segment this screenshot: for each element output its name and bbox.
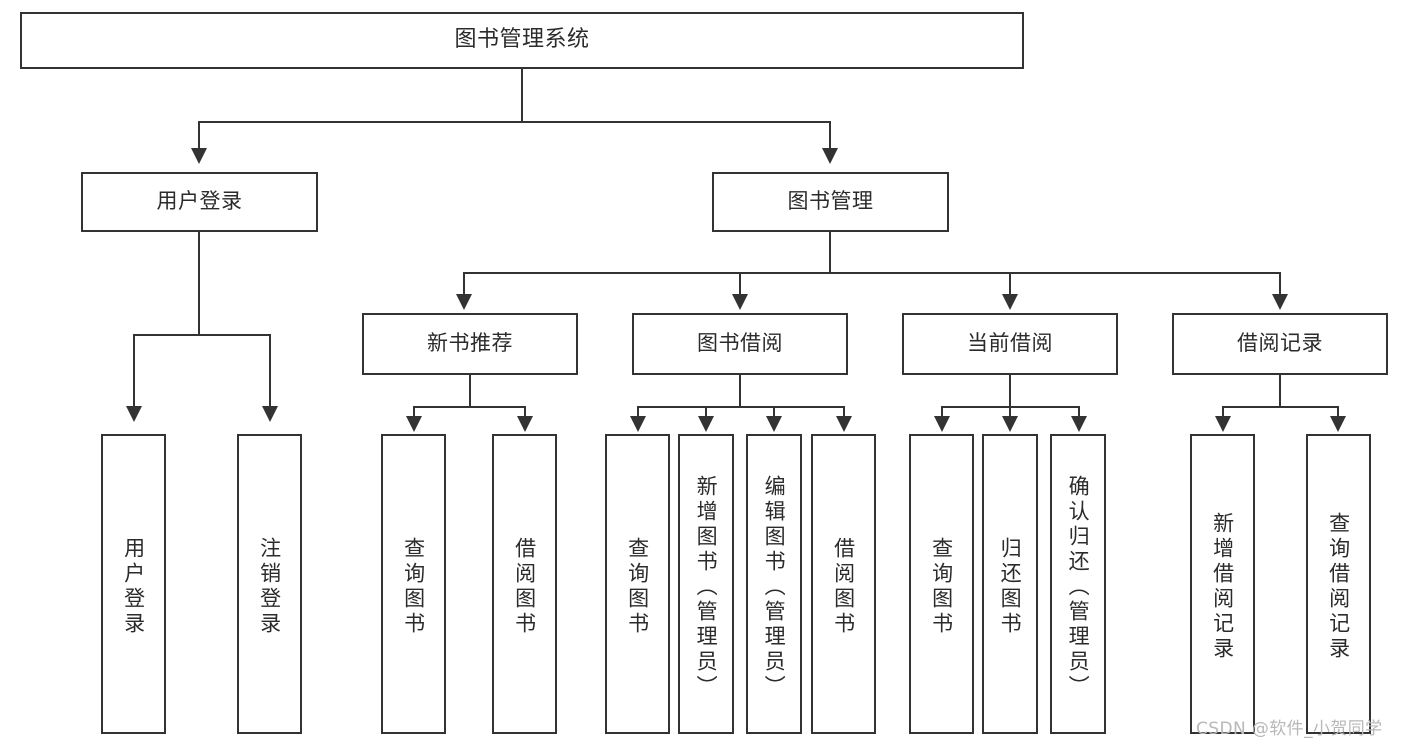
connector-level3-drop-4 <box>1279 272 1281 296</box>
arrowhead-to-edit-book <box>766 416 782 432</box>
connector-borrow-record-bus <box>1222 406 1339 408</box>
leaf-add-book-admin[interactable]: 新增图书（管理员） <box>678 434 734 734</box>
arrowhead-to-logout-leaf <box>262 406 278 422</box>
connector-new-book-drop-2 <box>524 406 526 418</box>
leaf-confirm-return-admin[interactable]: 确认归还（管理员） <box>1050 434 1106 734</box>
leaf-borrow-book-borrow[interactable]: 借阅图书 <box>811 434 876 734</box>
arrowhead-to-borrow-record <box>1272 294 1288 310</box>
connector-user-login-drop-1 <box>133 334 135 408</box>
connector-user-login-bus <box>133 334 271 336</box>
leaf-edit-book-admin[interactable]: 编辑图书（管理员） <box>746 434 802 734</box>
connector-level3-drop-1 <box>463 272 465 296</box>
node-root-book-management-system[interactable]: 图书管理系统 <box>20 12 1024 69</box>
connector-book-borrow-bus <box>637 406 845 408</box>
csdn-watermark: CSDN @软件_小贺同学 <box>1196 719 1383 739</box>
leaf-return-book[interactable]: 归还图书 <box>982 434 1038 734</box>
connector-current-borrow-drop-1 <box>941 406 943 418</box>
connector-root-drop-book <box>829 121 831 151</box>
leaf-add-borrow-record[interactable]: 新增借阅记录 <box>1190 434 1255 734</box>
leaf-query-book-borrow[interactable]: 查询图书 <box>605 434 670 734</box>
connector-current-borrow-stem <box>1009 375 1011 408</box>
arrowhead-to-current-borrow <box>1002 294 1018 310</box>
connector-level3-drop-2 <box>739 272 741 296</box>
connector-level3-bus <box>463 272 1280 274</box>
node-borrow-record[interactable]: 借阅记录 <box>1172 313 1388 375</box>
arrowhead-to-query-borrow-record <box>1330 416 1346 432</box>
connector-user-login-stem <box>198 232 200 336</box>
arrowhead-to-add-book <box>698 416 714 432</box>
connector-root-drop-user <box>198 121 200 151</box>
arrowhead-to-query-book-bb <box>630 416 646 432</box>
connector-user-login-drop-2 <box>269 334 271 408</box>
connector-new-book-stem <box>469 375 471 408</box>
connector-root-bus <box>198 121 831 123</box>
connector-borrow-record-stem <box>1279 375 1281 408</box>
arrowhead-to-borrow-book-bb <box>836 416 852 432</box>
arrowhead-to-user-login <box>191 148 207 164</box>
connector-new-book-bus <box>413 406 526 408</box>
connector-book-borrow-stem <box>739 375 741 408</box>
connector-borrow-record-drop-1 <box>1222 406 1224 418</box>
arrowhead-to-add-borrow-record <box>1215 416 1231 432</box>
connector-level3-drop-3 <box>1009 272 1011 296</box>
arrowhead-to-return-book <box>1002 416 1018 432</box>
node-book-borrow[interactable]: 图书借阅 <box>632 313 848 375</box>
leaf-user-login[interactable]: 用户登录 <box>101 434 166 734</box>
connector-book-borrow-drop-3 <box>773 406 775 418</box>
arrowhead-to-user-login-leaf <box>126 406 142 422</box>
arrowhead-to-book-borrow <box>732 294 748 310</box>
connector-book-borrow-drop-2 <box>705 406 707 418</box>
leaf-query-book-current[interactable]: 查询图书 <box>909 434 974 734</box>
connector-current-borrow-drop-3 <box>1078 406 1080 418</box>
leaf-logout[interactable]: 注销登录 <box>237 434 302 734</box>
leaf-query-borrow-record[interactable]: 查询借阅记录 <box>1306 434 1371 734</box>
node-book-management[interactable]: 图书管理 <box>712 172 949 232</box>
connector-book-management-stem <box>829 232 831 274</box>
arrowhead-to-book-management <box>822 148 838 164</box>
connector-book-borrow-drop-1 <box>637 406 639 418</box>
arrowhead-to-query-book-cb <box>934 416 950 432</box>
connector-new-book-drop-1 <box>413 406 415 418</box>
node-user-login[interactable]: 用户登录 <box>81 172 318 232</box>
arrowhead-to-query-book-nb <box>406 416 422 432</box>
arrowhead-to-confirm-return <box>1071 416 1087 432</box>
connector-book-borrow-drop-4 <box>843 406 845 418</box>
connector-root-stem <box>521 69 523 122</box>
leaf-borrow-book-new-recommend[interactable]: 借阅图书 <box>492 434 557 734</box>
connector-borrow-record-drop-2 <box>1337 406 1339 418</box>
arrowhead-to-new-book-recommend <box>456 294 472 310</box>
arrowhead-to-borrow-book-nb <box>517 416 533 432</box>
node-current-borrow[interactable]: 当前借阅 <box>902 313 1118 375</box>
leaf-query-book-new-recommend[interactable]: 查询图书 <box>381 434 446 734</box>
node-new-book-recommend[interactable]: 新书推荐 <box>362 313 578 375</box>
connector-current-borrow-drop-2 <box>1009 406 1011 418</box>
